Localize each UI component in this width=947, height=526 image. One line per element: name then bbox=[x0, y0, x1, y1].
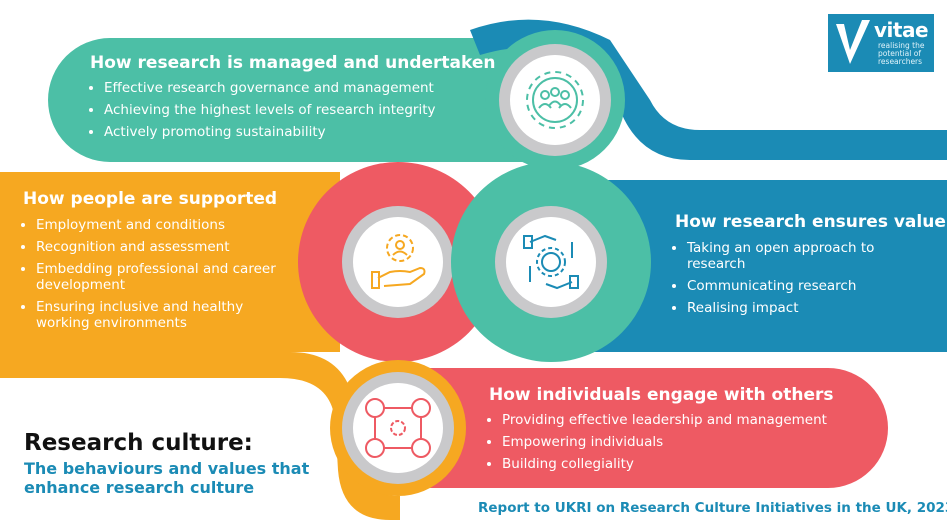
list-item: Building collegiality bbox=[502, 456, 882, 472]
section-supported-title: How people are supported bbox=[23, 189, 278, 209]
ring-green-inner bbox=[506, 217, 596, 307]
list-item: Empowering individuals bbox=[502, 434, 882, 450]
list-item: Employment and conditions bbox=[36, 217, 286, 233]
list-item: Providing effective leadership and manag… bbox=[502, 412, 882, 428]
blue-panel bbox=[560, 180, 947, 352]
section-engage-list: Providing effective leadership and manag… bbox=[488, 412, 882, 478]
list-item: Communicating research bbox=[687, 278, 917, 294]
report-footer: Report to UKRI on Research Culture Initi… bbox=[478, 500, 947, 516]
teal-panel bbox=[48, 38, 561, 162]
logo-mark-icon bbox=[836, 20, 870, 64]
logo-tagline: realising the potential of researchers bbox=[878, 41, 925, 66]
list-item: Actively promoting sustainability bbox=[104, 124, 484, 140]
people-network-gear-icon bbox=[365, 398, 431, 458]
section-engage-title: How individuals engage with others bbox=[489, 385, 834, 405]
section-value-title: How research ensures value bbox=[675, 212, 946, 232]
section-managed-list: Effective research governance and manage… bbox=[90, 80, 484, 146]
page-subtitle: The behaviours and values that enhance r… bbox=[24, 459, 310, 497]
section-managed-title: How research is managed and undertaken bbox=[90, 53, 496, 73]
red-panel bbox=[390, 368, 888, 488]
list-item: Embedding professional and career develo… bbox=[36, 261, 286, 293]
ring-red-inner bbox=[353, 217, 443, 307]
page-title: Research culture: bbox=[24, 430, 253, 456]
section-value-list: Taking an open approach to research Comm… bbox=[673, 240, 917, 322]
list-item: Recognition and assessment bbox=[36, 239, 286, 255]
section-supported-list: Employment and conditions Recognition an… bbox=[22, 217, 286, 337]
ring-teal-inner bbox=[510, 55, 600, 145]
list-item: Effective research governance and manage… bbox=[104, 80, 484, 96]
logo-name: vitae bbox=[874, 18, 929, 42]
list-item: Ensuring inclusive and healthy working e… bbox=[36, 299, 286, 331]
orange-panel bbox=[0, 172, 340, 352]
list-item: Achieving the highest levels of research… bbox=[104, 102, 484, 118]
hand-gear-person-icon bbox=[371, 234, 426, 289]
ring-orange-inner bbox=[353, 383, 443, 473]
list-item: Taking an open approach to research bbox=[687, 240, 917, 272]
gear-people-icon bbox=[526, 71, 584, 129]
hands-around-gear-icon bbox=[523, 234, 579, 290]
orange-ribbon-bottom bbox=[0, 352, 400, 520]
list-item: Realising impact bbox=[687, 300, 917, 316]
vitae-logo: vitae realising the potential of researc… bbox=[828, 14, 934, 72]
